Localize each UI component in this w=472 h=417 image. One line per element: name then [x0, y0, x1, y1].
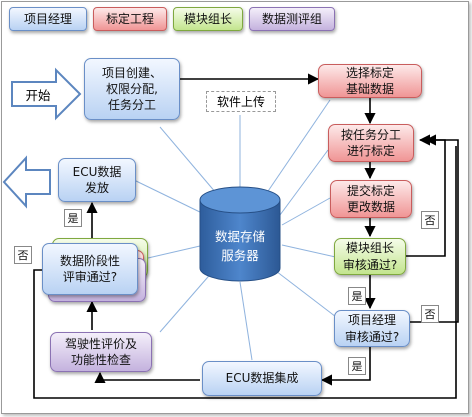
module-lead-review-node: 模块组长 审核通过? — [334, 238, 406, 275]
label-review-yes: 是 — [64, 209, 82, 227]
ecu-data-integration-node: ECU数据集成 — [202, 361, 322, 396]
software-upload-note: 软件上传 — [206, 91, 276, 112]
spoke-select-base — [261, 99, 331, 201]
calibrate-by-task-node: 按任务分工 进行标定 — [328, 124, 414, 162]
spoke-ecu-release — [133, 179, 207, 216]
drivability-check-node: 驾驶性评价及 功能性检查 — [50, 332, 152, 372]
spoke-stage-review — [147, 245, 201, 259]
server-spokes — [133, 99, 341, 361]
spoke-project-create — [159, 126, 223, 201]
release-arrow-shape — [2, 155, 51, 209]
ecu-data-release-node: ECU数据 发放 — [58, 158, 136, 202]
stage-review-node: 数据阶段性 评审通过? — [42, 243, 138, 295]
legend-data-evaluation-group: 数据测评组 — [249, 7, 335, 31]
spoke-drivability — [159, 269, 215, 333]
start-label: 开始 — [25, 87, 51, 103]
spoke-calibrate — [279, 149, 329, 216]
arrow-manager-no — [410, 134, 459, 323]
select-base-data-node: 选择标定 基础数据 — [318, 64, 422, 98]
project-create-node: 项目创建、 权限分配, 任务分工 — [84, 58, 180, 120]
spoke-manager-review — [271, 267, 341, 321]
label-module-no: 否 — [421, 211, 439, 229]
label-review-no: 否 — [14, 246, 32, 264]
legend-project-manager: 项目经理 — [9, 7, 87, 31]
label-manager-yes: 是 — [348, 357, 366, 375]
spoke-ecu-integration — [239, 281, 253, 361]
submit-change-data-node: 提交标定 更改数据 — [330, 180, 412, 218]
spoke-submit — [281, 197, 331, 226]
arrow-review-no — [33, 146, 457, 399]
data-server-label: 数据存储 服务器 — [214, 229, 265, 263]
label-manager-no: 否 — [421, 305, 439, 323]
label-module-yes: 是 — [348, 287, 366, 305]
arrow-manager-yes — [320, 347, 371, 386]
spoke-module-review — [281, 244, 341, 259]
legend-calibration-engineering: 标定工程 — [93, 7, 167, 31]
data-server-cylinder — [199, 186, 281, 282]
legend-module-lead: 模块组长 — [173, 7, 243, 31]
start-arrow-shape — [11, 67, 82, 121]
project-manager-review-node: 项目经理 审核通过? — [334, 310, 410, 347]
arrow-integration-to-drivability — [94, 371, 200, 384]
